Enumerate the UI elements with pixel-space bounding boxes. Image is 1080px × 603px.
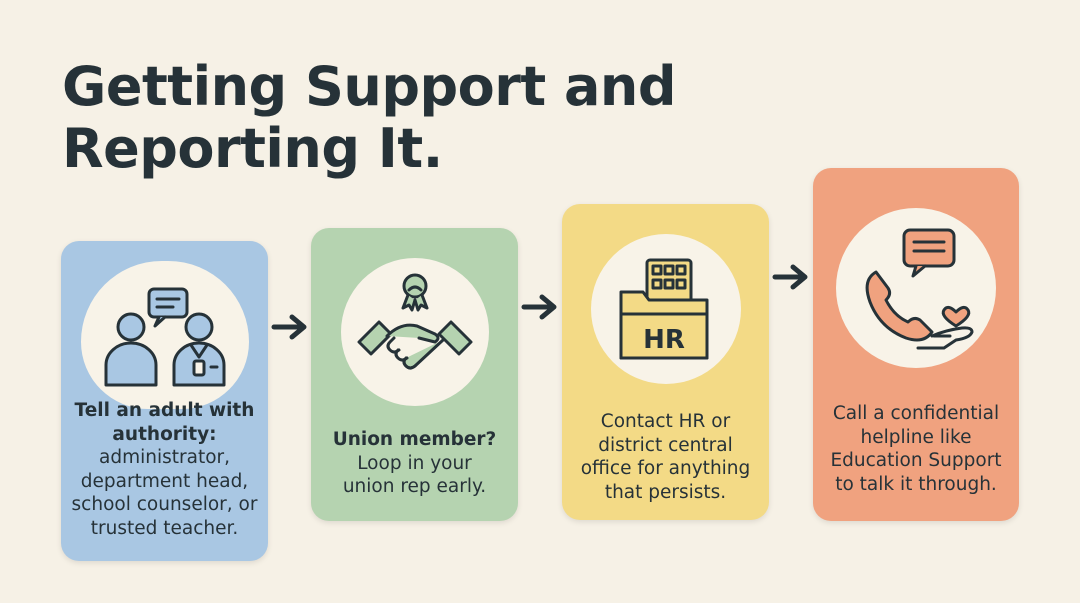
step-line: administrator,	[99, 447, 230, 468]
hr-label: HR	[643, 325, 685, 355]
step-line: district central	[598, 434, 733, 456]
step-card-hr: HR Contact HR or district central office…	[562, 204, 769, 520]
step-line: trusted teacher.	[90, 517, 239, 539]
step-line: Loop in your	[357, 452, 472, 474]
step-text: Call a confidential helpline like Educat…	[821, 402, 1011, 496]
step-line: helpline like	[860, 426, 972, 448]
step-bold-line: Tell an adult with	[74, 400, 255, 421]
step-line: Call a confidential	[832, 403, 1000, 424]
icon-badge	[340, 258, 489, 406]
two-people-chat-icon	[104, 287, 225, 387]
phone-helpline-icon	[865, 228, 974, 350]
page-title: Getting Support and Reporting It.	[62, 55, 677, 180]
step-text: Tell an adult with authority: administra…	[69, 399, 260, 540]
step-card-tell-adult: Tell an adult with authority: administra…	[61, 241, 268, 561]
step-card-union: Union member? Loop in your union rep ear…	[311, 228, 518, 521]
step-line: Contact HR or	[600, 411, 731, 432]
step-line: to talk it through.	[835, 473, 997, 495]
step-line: that persists.	[604, 481, 727, 503]
step-line: Education Support	[830, 450, 1002, 471]
step-bold-line: Union member?	[332, 429, 497, 450]
step-bold-line: authority:	[112, 423, 217, 445]
hr-folder-icon: HR	[619, 258, 708, 360]
step-card-helpline: Call a confidential helpline like Educat…	[813, 168, 1019, 521]
arrow-right-icon	[521, 294, 557, 320]
step-line: office for anything	[580, 458, 751, 479]
step-line: school counselor, or	[71, 494, 258, 515]
handshake-badge-icon	[357, 273, 472, 370]
step-line: union rep early.	[342, 476, 487, 497]
step-text: Union member? Loop in your union rep ear…	[319, 428, 510, 499]
arrow-right-icon	[271, 314, 307, 340]
step-line: department head,	[80, 470, 249, 492]
step-text: Contact HR or district central office fo…	[570, 410, 761, 504]
arrow-right-icon	[772, 264, 808, 290]
icon-badge	[80, 261, 249, 409]
icon-badge: HR	[590, 234, 741, 384]
icon-badge	[836, 208, 996, 368]
